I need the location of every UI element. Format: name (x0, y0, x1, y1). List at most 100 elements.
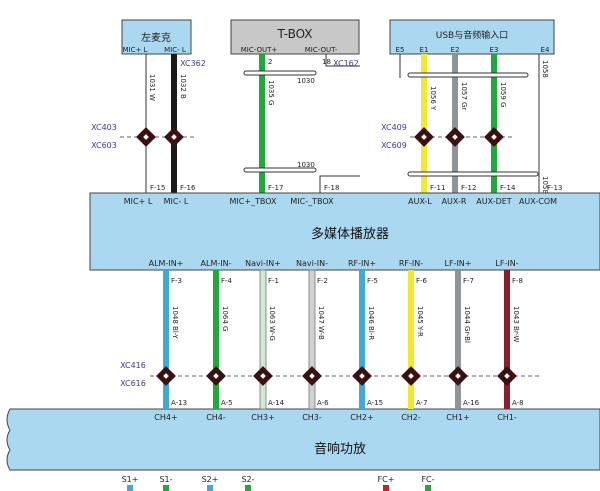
wire-code: 1046 Bl-R (367, 306, 375, 340)
conn-xc409: XC409 (381, 123, 407, 132)
code-1035: 1035 G (267, 80, 275, 105)
usb-pin-e5: E5 (396, 46, 405, 54)
amp-terminal-wire (163, 485, 169, 491)
player-pin-label: Navi-IN+ (245, 259, 281, 268)
tbox-pin-2: MIC-OUT- (305, 46, 338, 54)
player-pin-label: LF-IN+ (445, 259, 472, 268)
amp-channel-label: CH2+ (350, 413, 373, 422)
wire-1047 (308, 269, 316, 410)
top-pin: F-4 (221, 277, 233, 285)
amp-terminal-label: S1+ (122, 475, 139, 484)
usb-pin-e1: E1 (420, 46, 429, 54)
splice-label-top: 1030 (297, 77, 315, 85)
top-wires (145, 54, 540, 193)
amp-terminal-wire (127, 485, 133, 491)
pin-f15: F-15 (150, 184, 165, 192)
end-mic-tbox-minus: MIC-_TBOX (290, 197, 334, 206)
pin-f12: F-12 (461, 184, 476, 192)
amp-channel-label: CH3- (302, 413, 322, 422)
wire-1064 (213, 270, 219, 409)
usb-module: USB与音频输入口 E5 E1 E2 E3 E4 (389, 19, 555, 55)
bottom-pin: A-16 (463, 399, 480, 407)
amp-channel-label: CH4+ (154, 413, 177, 422)
end-mic-tbox-plus: MIC+_TBOX (229, 197, 277, 206)
bottom-pin: A-13 (171, 399, 187, 407)
wire-1056 (421, 54, 427, 193)
pin-f11: F-11 (430, 184, 445, 192)
top-pin: F-3 (171, 277, 182, 285)
top-pin: F-5 (367, 277, 378, 285)
pin-f17: F-17 (268, 184, 283, 192)
player-pin-label: ALM-IN- (201, 259, 232, 268)
code-1058-bottom: 1058 (541, 176, 549, 194)
tbox-title: T-BOX (276, 27, 312, 41)
connector-diamond (302, 366, 322, 386)
code-1056: 1056 Y (429, 86, 437, 111)
wire-tbox-minus-bottom (319, 175, 360, 193)
connector-diamond (352, 366, 372, 386)
amp-terminal-label: FC+ (378, 475, 395, 484)
code-1057: 1057 Gr (460, 82, 468, 110)
splice-1030-top (243, 70, 317, 76)
wire-1046 (359, 270, 365, 409)
wire-1048 (163, 270, 169, 409)
conn-xc609: XC609 (381, 141, 407, 150)
connector-diamond (497, 366, 517, 386)
splice-1030-bottom (243, 167, 317, 173)
end-aux-r: AUX-R (442, 197, 467, 206)
mic-pin-1: MIC+ L (123, 46, 148, 54)
wire-code: 1064 G (221, 306, 229, 331)
pin-f14: F-14 (500, 184, 516, 192)
top-pin: F-6 (416, 277, 428, 285)
amp-terminal-wire (207, 485, 213, 491)
wire-code: 1045 Y-R (416, 306, 424, 337)
top-pin: F-8 (512, 277, 523, 285)
connector-diamond (253, 366, 273, 386)
pin-f16: F-16 (180, 184, 196, 192)
bottom-pin: A-7 (416, 399, 428, 407)
player-pin-label: ALM-IN+ (149, 259, 184, 268)
end-aux-det: AUX-DET (476, 197, 512, 206)
mic-module: 左麦克 MIC+ L MIC- L (121, 19, 192, 55)
wire-code: 1044 Gr-Bl (463, 306, 471, 343)
wire-1063 (259, 269, 267, 410)
code-1032: 1032 B (179, 74, 187, 99)
conn-xc162: XC162 (333, 59, 359, 68)
wire-1057 (452, 54, 458, 193)
connector-diamond (448, 366, 468, 386)
end-aux-l: AUX-L (408, 197, 432, 206)
pin-f18: F-18 (324, 184, 339, 192)
wire-1044 (455, 270, 461, 409)
conn-xc403: XC403 (91, 123, 117, 132)
amp-terminal-wire (245, 485, 251, 491)
top-pin: F-1 (268, 277, 279, 285)
amp-channel-label: CH2- (401, 413, 421, 422)
player-pin-label: RF-IN+ (348, 259, 376, 268)
amp-channel-label: CH1+ (446, 413, 469, 422)
amp-title: 音响功放 (314, 441, 366, 457)
end-aux-com: AUX-COM (519, 197, 557, 206)
splice-usb-top (407, 72, 529, 78)
bottom-pin: A-5 (221, 399, 233, 407)
wire-tbox-minus-top (325, 54, 360, 67)
end-mic-minus: MIC- L (164, 197, 189, 206)
code-1059: 1059 G (499, 82, 507, 107)
top-pin: F-7 (463, 277, 474, 285)
code-1031: 1031 W (148, 74, 156, 101)
bottom-pin: A-8 (512, 399, 524, 407)
usb-pin-e2: E2 (451, 46, 460, 54)
connector-diamond (156, 366, 176, 386)
conn-xc362: XC362 (180, 59, 206, 68)
tbox-pin-num-2: 2 (268, 58, 272, 66)
wire-1032 (171, 54, 177, 193)
amp-box (6, 408, 600, 471)
tbox-pin-1: MIC-OUT+ (241, 46, 278, 54)
splice-label-bottom: 1030 (297, 161, 315, 169)
mic-title: 左麦克 (141, 31, 171, 44)
wire-1035 (259, 54, 265, 193)
player-title: 多媒体播放器 (311, 226, 389, 242)
amp-channel-label: CH3+ (251, 413, 274, 422)
amp-terminal-label: S1- (159, 475, 172, 484)
